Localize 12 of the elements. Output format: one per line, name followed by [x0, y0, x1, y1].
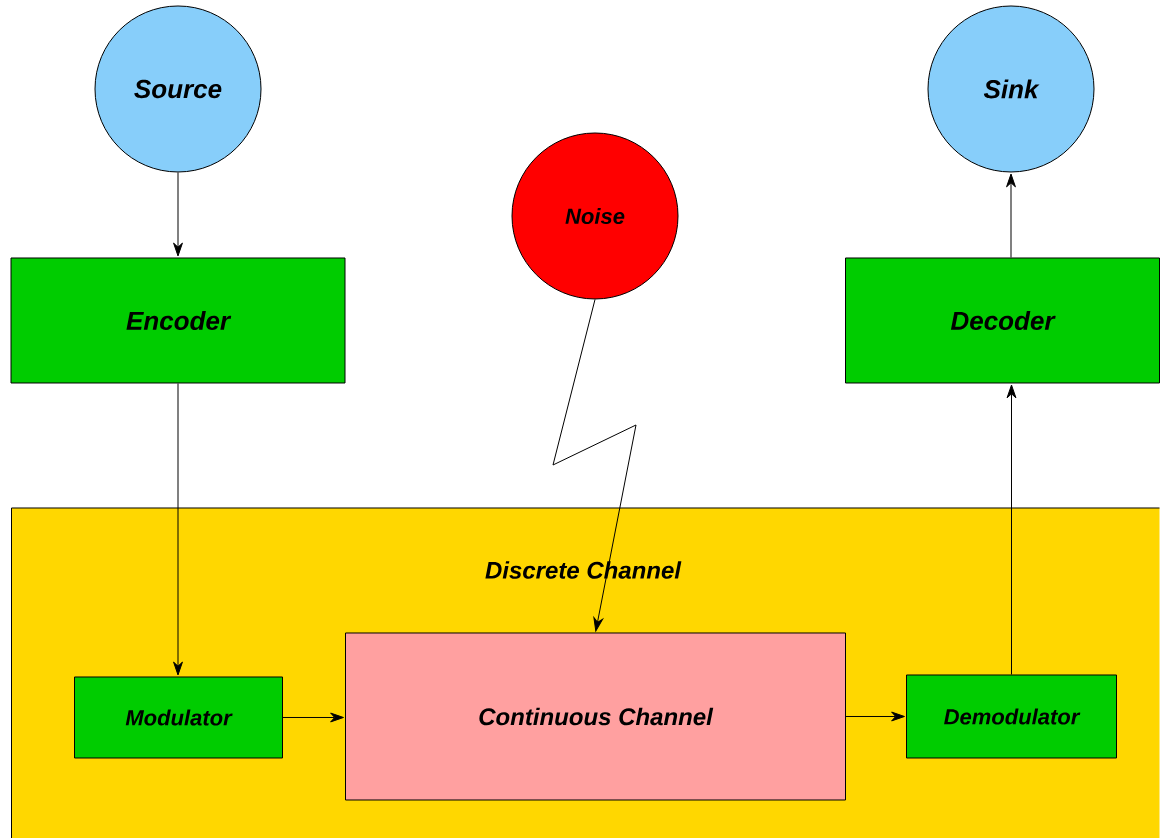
- arrow: [1006, 173, 1016, 258]
- arrow: [282, 712, 344, 723]
- lightning-arrow: [552, 299, 637, 632]
- arrow: [845, 711, 905, 722]
- demodulator-box: Demodulator: [906, 674, 1117, 759]
- arrow: [1006, 384, 1017, 675]
- arrow: [173, 383, 183, 676]
- encoder-box: Encoder: [10, 257, 346, 384]
- arrow: [173, 172, 183, 257]
- channel-box: Continuous Channel: [345, 632, 846, 801]
- modulator-box: Modulator: [74, 676, 283, 759]
- decoder-box: Decoder: [845, 257, 1160, 384]
